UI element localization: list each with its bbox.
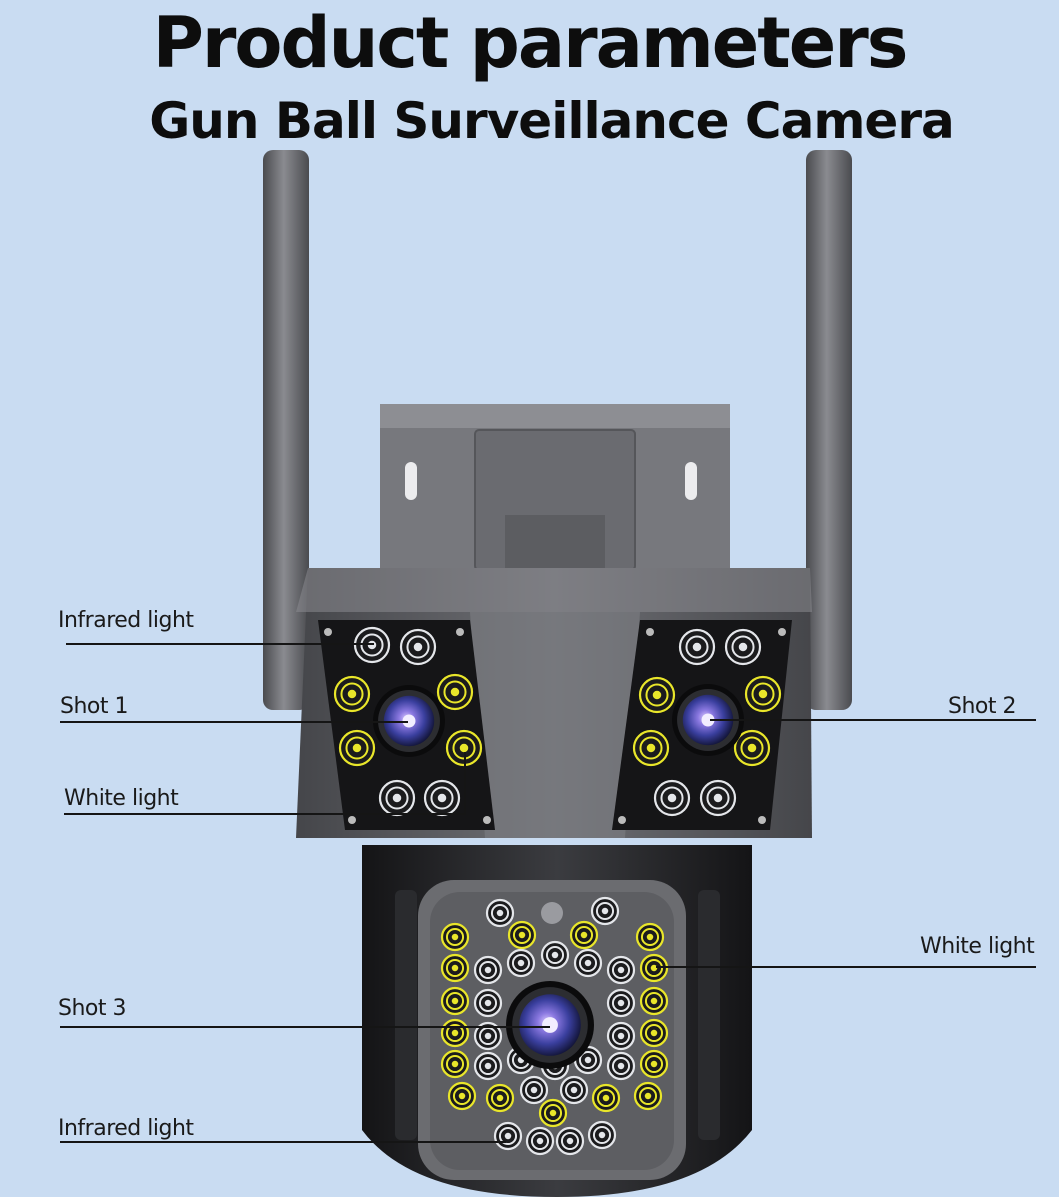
- callout-white-light-right: White light: [920, 934, 1035, 959]
- yellow-led: [635, 922, 665, 952]
- page-subtitle: Gun Ball Surveillance Camera: [149, 92, 955, 150]
- lens-shot-1: [373, 685, 445, 757]
- yellow-led: [440, 986, 470, 1016]
- white-led: [606, 1021, 636, 1051]
- leader-line-white-right: [656, 966, 1036, 968]
- white-led: [353, 626, 391, 664]
- yellow-led: [338, 729, 376, 767]
- leader-line-infrared-bottom: [60, 1141, 506, 1143]
- white-led: [485, 898, 515, 928]
- white-led: [473, 1021, 503, 1051]
- mounting-bracket: [380, 404, 730, 579]
- antenna-right: [806, 150, 852, 710]
- white-led: [555, 1126, 585, 1156]
- yellow-led: [639, 1018, 669, 1048]
- yellow-led: [569, 920, 599, 950]
- yellow-led: [436, 673, 474, 711]
- lens-array: [373, 684, 744, 1069]
- callout-infrared-light-top: Infrared light: [58, 608, 194, 633]
- yellow-led: [638, 676, 676, 714]
- leader-line-shot-1: [60, 721, 408, 723]
- white-led: [473, 1051, 503, 1081]
- yellow-led: [447, 1081, 477, 1111]
- yellow-led: [485, 1083, 515, 1113]
- white-led: [559, 1075, 589, 1105]
- white-led: [378, 779, 416, 817]
- white-led: [473, 988, 503, 1018]
- yellow-led: [639, 986, 669, 1016]
- callout-shot-2: Shot 2: [948, 694, 1016, 719]
- yellow-led: [440, 953, 470, 983]
- callout-white-light-left: White light: [64, 786, 179, 811]
- yellow-led: [440, 922, 470, 952]
- callout-shot-1: Shot 1: [60, 694, 128, 719]
- white-led: [423, 779, 461, 817]
- page-title: Product parameters: [152, 2, 909, 84]
- lens-shot-3: [506, 981, 594, 1069]
- yellow-led: [591, 1083, 621, 1113]
- white-led: [399, 628, 437, 666]
- white-led: [540, 940, 570, 970]
- yellow-led: [507, 920, 537, 950]
- lens-shot-2: [672, 684, 744, 756]
- white-led: [519, 1075, 549, 1105]
- leader-line-shot-3: [60, 1026, 550, 1028]
- white-led: [525, 1126, 555, 1156]
- leader-line-white-left-vertical: [464, 752, 466, 814]
- yellow-led: [440, 1049, 470, 1079]
- yellow-led: [639, 1049, 669, 1079]
- antenna-left: [263, 150, 309, 710]
- white-led: [587, 1120, 617, 1150]
- white-led: [606, 955, 636, 985]
- yellow-led: [333, 675, 371, 713]
- white-led: [573, 948, 603, 978]
- white-led: [699, 779, 737, 817]
- white-led: [653, 779, 691, 817]
- yellow-led: [632, 729, 670, 767]
- white-led: [590, 896, 620, 926]
- white-led: [606, 988, 636, 1018]
- yellow-led: [445, 729, 483, 767]
- leader-line-shot-2: [710, 719, 1036, 721]
- white-led: [506, 948, 536, 978]
- callout-shot-3: Shot 3: [58, 996, 126, 1021]
- yellow-led: [744, 675, 782, 713]
- leader-line-infrared-top: [66, 643, 374, 645]
- yellow-led: [639, 953, 669, 983]
- white-led: [678, 628, 716, 666]
- white-led: [724, 628, 762, 666]
- yellow-led: [440, 1018, 470, 1048]
- white-led: [493, 1121, 523, 1151]
- white-led: [473, 955, 503, 985]
- leader-line-white-left: [64, 813, 466, 815]
- yellow-led: [733, 729, 771, 767]
- yellow-led: [633, 1081, 663, 1111]
- white-led: [606, 1051, 636, 1081]
- yellow-led: [538, 1098, 568, 1128]
- callout-infrared-light-bottom: Infrared light: [58, 1116, 194, 1141]
